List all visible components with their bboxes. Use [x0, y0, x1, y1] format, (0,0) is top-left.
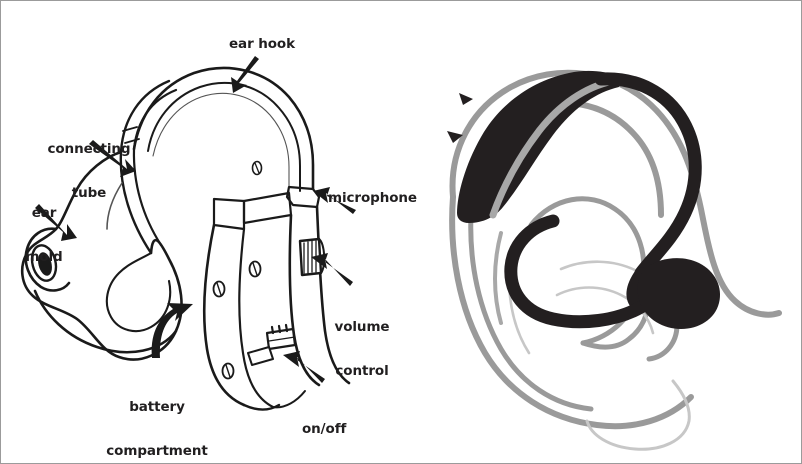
left-panel-line-art — [20, 66, 351, 411]
label-ear-mold-line2: mold — [25, 248, 63, 265]
label-volume-control-line1: volume — [334, 319, 390, 336]
arrow-microphone — [313, 187, 356, 214]
arrow-on-off-switch — [283, 351, 325, 383]
connecting-tube-part — [119, 79, 178, 255]
label-on-off-switch-line1: on/off — [302, 421, 347, 438]
label-volume-control-line2: control — [335, 362, 389, 379]
on-off-switch-part — [247, 323, 297, 366]
bte-body-stripe — [489, 77, 617, 219]
label-connecting-tube-line2: tube — [71, 184, 107, 201]
label-ear-mold: ear mold — [13, 177, 75, 294]
callout-arrows — [35, 56, 356, 383]
ear-mold-part — [20, 150, 183, 361]
bte-nub-top — [459, 93, 473, 105]
ear-mold-canal-outline — [30, 244, 58, 282]
ear-hook-part — [132, 66, 315, 194]
label-connecting-tube: connecting tube — [39, 113, 139, 230]
worn-hearing-aid — [447, 70, 721, 329]
label-volume-control: volume control — [326, 291, 398, 408]
label-battery-compartment-line2: compartment — [106, 442, 208, 459]
label-ear-hook: ear hook — [229, 36, 295, 52]
worn-tube-lower — [504, 214, 648, 329]
volume-control-wheel — [298, 237, 326, 277]
label-battery-compartment: battery compartment — [99, 371, 215, 463]
arrow-battery-compartment — [151, 303, 193, 358]
bte-body — [457, 70, 619, 224]
worn-ear-hook — [594, 72, 702, 280]
worn-ear-mold — [637, 258, 721, 329]
bte-nub-bottom — [447, 131, 463, 143]
arrow-ear-hook — [231, 56, 259, 93]
hearing-aid-body-part — [202, 160, 351, 411]
case-screws — [212, 160, 263, 380]
ear-mold-sound-bore — [38, 252, 52, 276]
label-on-off-switch: on/off switch — [302, 393, 372, 463]
label-microphone: microphone — [328, 190, 417, 206]
right-panel-ear-illustration — [447, 69, 782, 451]
arrow-volume-control — [311, 253, 353, 286]
arrow-connecting-tube — [89, 140, 136, 177]
label-connecting-tube-line1: connecting — [47, 141, 131, 158]
label-ear-mold-line1: ear — [31, 205, 57, 222]
arrow-ear-mold — [35, 204, 77, 241]
label-battery-compartment-line1: battery — [129, 399, 185, 416]
